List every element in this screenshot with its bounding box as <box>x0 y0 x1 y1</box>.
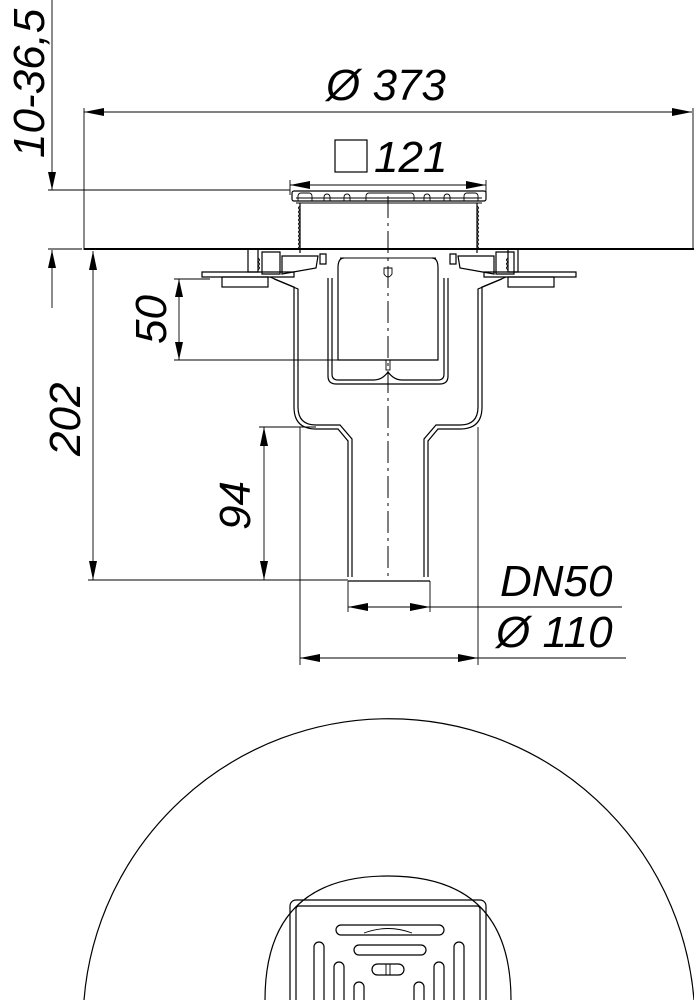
dimension-label-water-seal: 50 <box>127 295 176 344</box>
top-view <box>83 718 694 1000</box>
grate-slot <box>353 944 427 956</box>
dimension-body-diameter: Ø 110 <box>299 427 626 665</box>
grate-slot <box>433 961 445 1000</box>
dimension-label-total-height: 202 <box>41 383 90 457</box>
grate-slot <box>313 941 325 1000</box>
outer-flange-circle <box>83 718 694 1000</box>
drain-body <box>269 257 507 582</box>
dimension-total-height: 202 <box>41 251 348 581</box>
dimension-outlet-length: 94 <box>211 426 316 580</box>
dimension-grate-square: 121 <box>289 133 487 195</box>
dimension-adjust-height: 10-36,5 <box>5 0 290 308</box>
dimension-water-seal: 50 <box>127 278 338 361</box>
dimension-label-outlet-nominal: DN50 <box>500 557 613 606</box>
grate-slot <box>335 924 445 936</box>
grate-slot <box>453 941 465 1000</box>
dimension-outer-diameter: Ø 373 <box>83 61 694 250</box>
grate-outer <box>289 899 487 1000</box>
body-circle <box>264 875 512 1000</box>
dimension-label-outlet-length: 94 <box>211 481 260 530</box>
grate-inner <box>295 905 481 1000</box>
dimension-outlet-nominal: DN50 <box>347 557 622 612</box>
grate-slot <box>353 981 365 1000</box>
grate-frame <box>291 190 487 253</box>
section-view: 10-36,5 Ø 373 121 <box>5 0 694 665</box>
clamp-flange <box>201 250 577 288</box>
grate-slot <box>333 961 345 1000</box>
dimension-label-grate-square: 121 <box>374 133 447 182</box>
grate-slot <box>371 963 405 976</box>
square-symbol-icon <box>334 139 368 173</box>
grate-slot <box>413 981 425 1000</box>
dimension-label-outer-diameter: Ø 373 <box>324 61 446 110</box>
dimension-label-body-diameter: Ø 110 <box>494 608 613 657</box>
dimension-label-adjust-height: 10-36,5 <box>5 8 54 158</box>
